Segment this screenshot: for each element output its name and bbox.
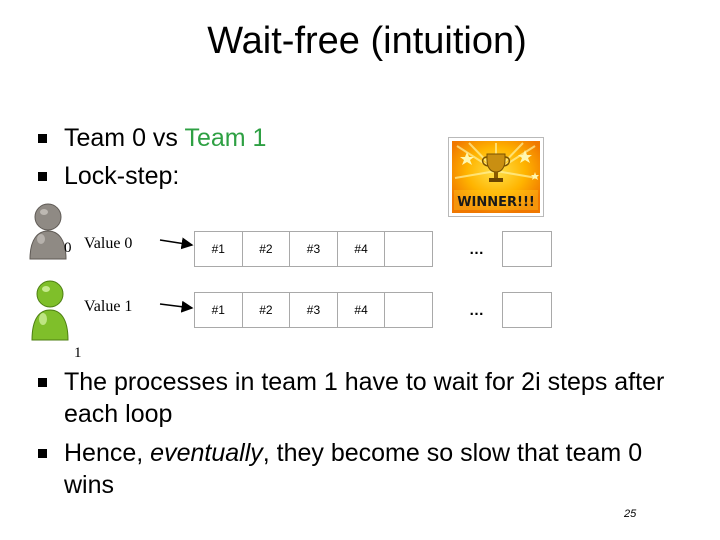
- bullet-square-icon: [38, 134, 47, 143]
- slide-title: Wait-free (intuition): [207, 20, 527, 62]
- arrow-row-1: [159, 300, 194, 313]
- bullet-text: Hence,: [64, 439, 151, 467]
- cell-last: [502, 292, 552, 328]
- winner-badge: WINNER!!!: [448, 137, 544, 217]
- bullet-square-icon: [38, 378, 47, 387]
- bullet-team-vs: Team 0 vs Team 1: [38, 122, 438, 154]
- winner-trophy-icon: WINNER!!!: [452, 141, 540, 213]
- cell: #4: [338, 293, 386, 327]
- bullet-team0-wins: Hence, eventually, they become so slow t…: [38, 437, 658, 501]
- value-row-0: #1 #2 #3 #4: [194, 231, 433, 267]
- cell: #3: [290, 232, 338, 266]
- cell: #1: [195, 293, 243, 327]
- ellipsis: …: [469, 241, 485, 258]
- bullet-square-icon: [38, 449, 47, 458]
- cell: #2: [243, 232, 291, 266]
- page-number: 25: [624, 508, 637, 520]
- team0-small-label: 0: [64, 240, 72, 256]
- bullet-square-icon: [38, 172, 47, 181]
- bullet-text: , they become so slow that team 0 wins: [64, 439, 643, 499]
- team0-person-icon: [28, 201, 68, 266]
- cell: #1: [195, 232, 243, 266]
- cell: #4: [338, 232, 386, 266]
- cell: [385, 293, 432, 327]
- emphasis-text: eventually: [150, 439, 263, 467]
- row-label-value-1: Value 1: [84, 298, 133, 315]
- row-label-value-0: Value 0: [84, 235, 133, 252]
- winner-badge-text: WINNER!!!: [457, 195, 535, 210]
- arrow-row-0: [159, 237, 194, 250]
- cell: #2: [243, 293, 291, 327]
- team1-highlight: Team 1: [184, 124, 267, 152]
- bullet-text: Lock-step:: [64, 162, 180, 190]
- value-row-1: #1 #2 #3 #4: [194, 292, 433, 328]
- bullet-text: The processes in team 1 have to wait for…: [64, 368, 665, 428]
- team1-small-label: 1: [74, 345, 82, 361]
- ellipsis: …: [469, 302, 485, 319]
- cell: #3: [290, 293, 338, 327]
- bullet-text: Team 0 vs: [64, 124, 185, 152]
- cell-last: [502, 231, 552, 267]
- bullet-lock-step: Lock-step:: [38, 160, 438, 192]
- cell: [385, 232, 432, 266]
- team1-person-icon: [30, 278, 70, 347]
- bullet-team1-wait: The processes in team 1 have to wait for…: [38, 366, 718, 430]
